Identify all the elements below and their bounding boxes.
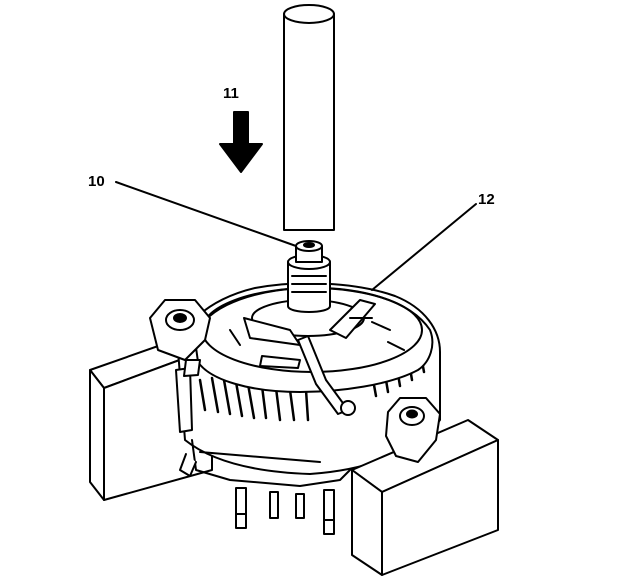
leader-line-10 [116, 182, 296, 246]
generator-shaft [288, 241, 330, 312]
front-support-block [352, 420, 498, 575]
press-ram-tool [284, 5, 334, 230]
callout-label-10: 10 [88, 173, 105, 190]
mounting-ear-right [386, 398, 440, 462]
mounting-ear-left [150, 300, 210, 432]
press-direction-arrow [220, 112, 262, 172]
callout-label-11: 11 [223, 85, 239, 102]
leader-line-12 [372, 204, 476, 290]
generator-end-frame [195, 288, 432, 415]
callout-label-12: 12 [478, 191, 495, 208]
